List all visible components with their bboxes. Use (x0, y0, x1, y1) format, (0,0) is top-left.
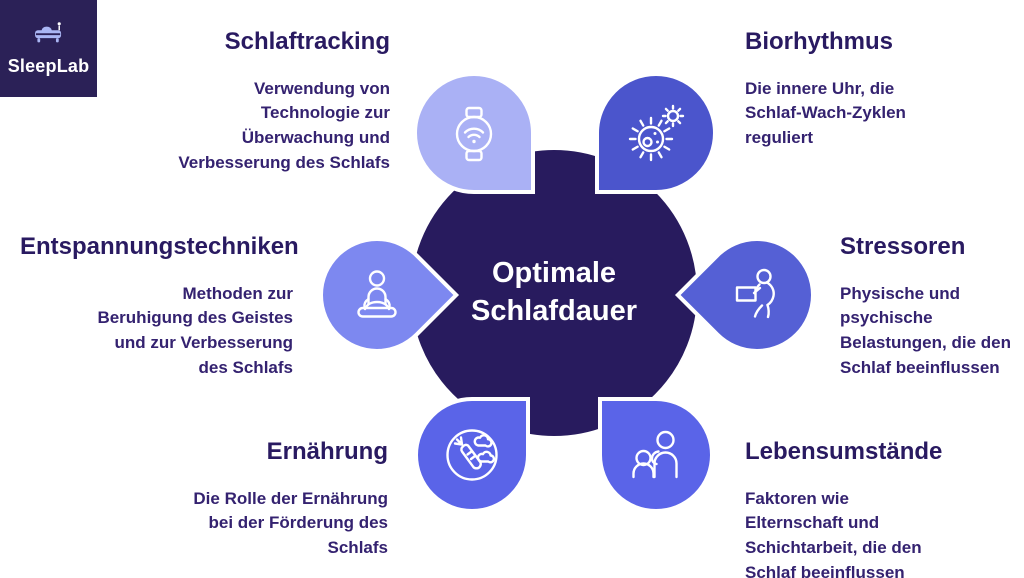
node-title: Ernährung (266, 438, 388, 465)
node-description: Methoden zur Beruhigung des Geistes und … (97, 283, 293, 377)
node-description: Die innere Uhr, die Schlaf-Wach-Zyklen r… (745, 78, 906, 147)
node-lebensumstaende: Lebensumstände Faktoren wie Elternschaft… (745, 438, 950, 578)
circadian-sun-icon (624, 102, 688, 166)
sleeplab-logo: SleepLab (0, 0, 97, 97)
meditation-icon (345, 263, 409, 327)
node-ernaehrung: Ernährung Die Rolle der Ernährung bei de… (168, 438, 388, 561)
node-title: Schlaftracking (224, 28, 390, 55)
node-schlaftracking: Schlaftracking Verwendung von Technologi… (178, 28, 390, 175)
petal-ernaehrung (414, 397, 530, 513)
node-description: Verwendung von Technologie zur Überwachu… (178, 78, 390, 172)
node-title: Stressoren (840, 233, 966, 260)
petal-lebensumstaende (598, 397, 714, 513)
node-title: Entspannungstechniken (20, 233, 299, 260)
node-description: Physische und psychische Belastungen, di… (840, 283, 1011, 377)
node-title: Lebensumstände (745, 438, 943, 465)
family-icon (623, 423, 687, 487)
person-carrying-box-icon (725, 263, 789, 327)
node-entspannungstechniken: Entspannungstechniken Methoden zur Beruh… (20, 233, 299, 380)
petal-schlaftracking (413, 72, 535, 194)
node-biorhythmus: Biorhythmus Die innere Uhr, die Schlaf-W… (745, 28, 960, 151)
node-stressoren: Stressoren Physische und psychische Bela… (840, 233, 1024, 380)
center-title: Optimale Schlafdauer (471, 257, 637, 327)
bed-icon (29, 21, 69, 52)
vegetables-icon (440, 423, 504, 487)
brand-name: SleepLab (7, 55, 90, 76)
node-title: Biorhythmus (745, 28, 894, 55)
node-description: Faktoren wie Elternschaft und Schichtarb… (745, 488, 922, 578)
smartwatch-icon (442, 102, 506, 166)
node-description: Die Rolle der Ernährung bei der Förderun… (193, 488, 388, 557)
